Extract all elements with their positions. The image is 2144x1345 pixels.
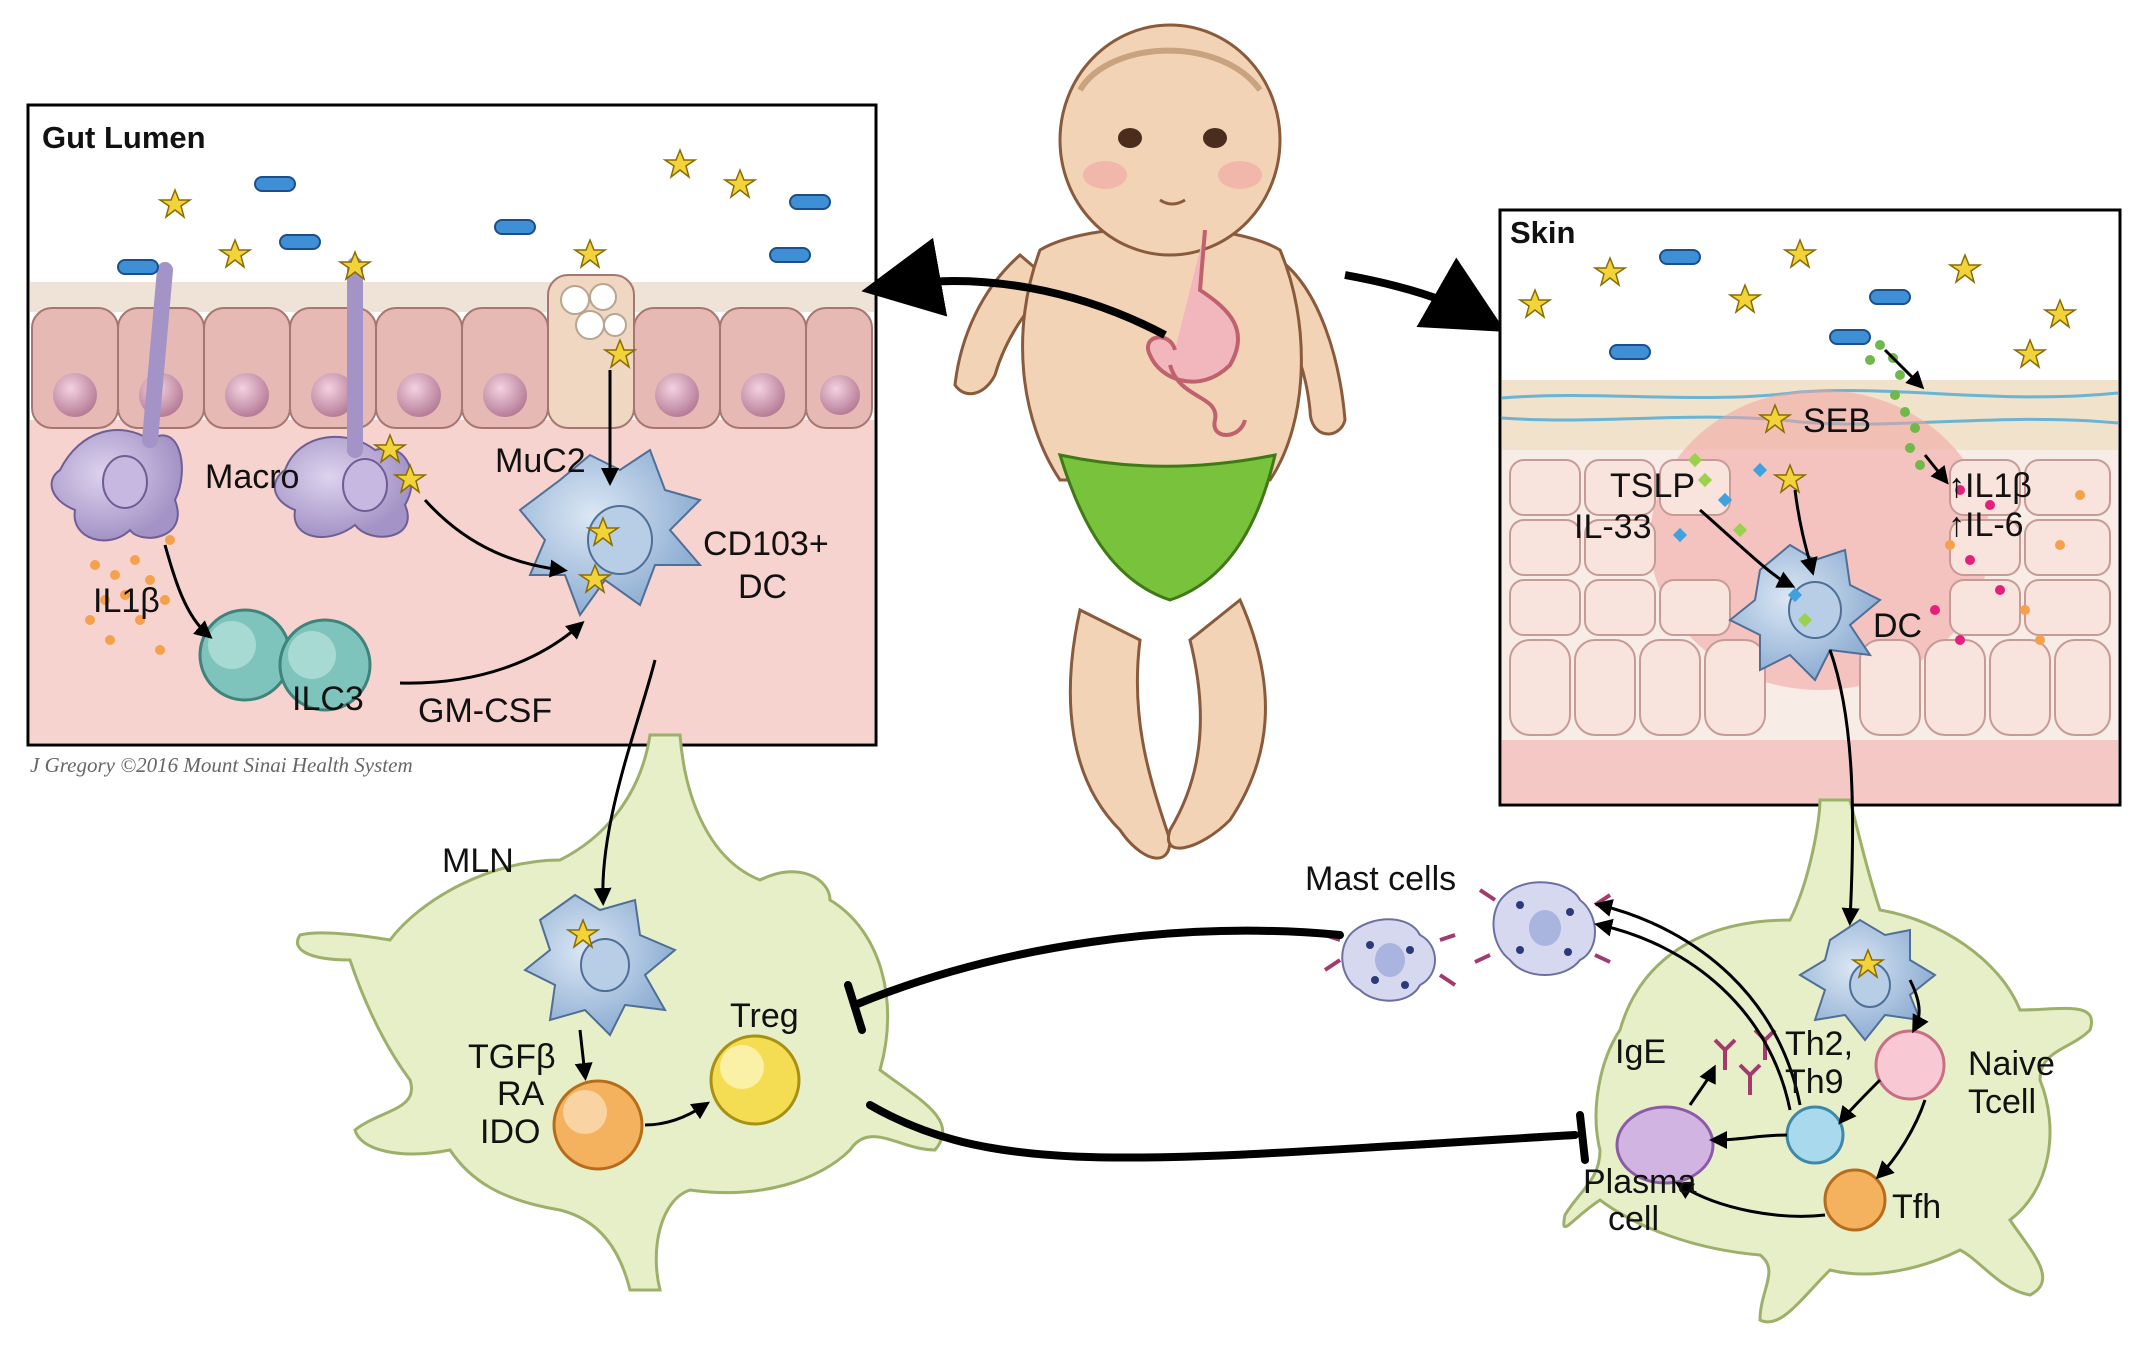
skin-panel: Skin SEB TSLP IL-33 ↑IL1β ↑IL-6 DC [1498,208,2122,807]
plasma-label-line2: cell [1608,1200,1659,1238]
plasma-label-line1: Plasma [1583,1163,1696,1201]
mast-cell-2 [1492,881,1596,976]
treg-to-plasma-inhibition [866,1101,1579,1162]
gut-antigens [157,147,758,594]
ra-label: RA [497,1075,545,1113]
gmcsf-label: GM-CSF [418,692,552,730]
il1b-dots [85,535,175,655]
th2-label-line2: Th9 [1785,1063,1844,1101]
inhibition-arcs [844,926,1589,1164]
skin-dendritic-cell [1728,543,1882,682]
naive-label-line1: Naive [1968,1045,2055,1083]
mln-node: MLN TGFβ RA IDO Treg [296,659,945,1292]
mast-cell-1 [1341,918,1436,1002]
skin-lymph-node: Mast cells IgE Th2, Th9 Naive Tcell Plas… [1305,649,2094,1324]
skin-bacteria [1609,249,1911,360]
skin-il6-label: ↑IL-6 [1948,506,2024,544]
node-arrows [1594,649,1929,1218]
node-dendritic-cell [1798,918,1937,1042]
gut-lumen-title: Gut Lumen [42,120,206,155]
ige-label: IgE [1615,1033,1666,1071]
seb-label: SEB [1803,402,1871,440]
mast-to-treg-inhibition [851,926,1344,1009]
naive-label-line2: Tcell [1968,1083,2036,1121]
th2-cell [1785,1105,1845,1165]
muc2-label: MuC2 [495,442,586,480]
gut-bacteria [117,176,831,275]
skin-title: Skin [1510,215,1575,250]
skin-cytokine-dots [1672,452,2085,645]
mln-arrows [574,659,710,1127]
diaper [1057,452,1277,602]
tslp-label: TSLP [1610,467,1695,505]
skin-il1b-label: ↑IL1β [1948,467,2032,505]
keratinocytes [1509,459,2111,736]
mln-label: MLN [442,842,514,880]
skin-dc-label: DC [1873,607,1922,645]
treg-label: Treg [730,997,799,1035]
treg-inhibition-bar [844,981,866,1034]
credit-line: J Gregory ©2016 Mount Sinai Health Syste… [30,753,413,777]
mast-cells-label: Mast cells [1305,860,1456,898]
th2-label-line1: Th2, [1785,1025,1853,1063]
ilc3-cells [198,608,372,712]
tgfb-label: TGFβ [468,1038,556,1076]
macro-label: Macro [205,458,299,496]
infant-illustration [861,23,1506,860]
dermis [1502,740,2118,803]
gut-il1b-label: IL1β [93,582,160,620]
skin-arrows [1699,348,1949,588]
tfh-label: Tfh [1892,1188,1941,1226]
ido-label: IDO [480,1113,540,1151]
cd103-label-line1: CD103+ [703,525,829,563]
mln-dendritic-cell [523,893,677,1037]
macrophage-2 [273,257,413,538]
plasma-inhibition-bar [1576,1111,1589,1164]
ilc3-label: ILC3 [292,680,364,718]
naive-tcell [1874,1029,1946,1101]
il33-label: IL-33 [1574,508,1652,546]
gut-arrows [163,370,619,685]
macrophage-1 [50,262,183,542]
cd103-label-line2: DC [738,568,787,606]
skin-antigens [1517,237,2078,494]
tfh-cell [1823,1168,1887,1232]
gut-lumen-panel: Gut Lumen Macro MuC2 CD103+ DC IL1β ILC3… [26,103,878,747]
